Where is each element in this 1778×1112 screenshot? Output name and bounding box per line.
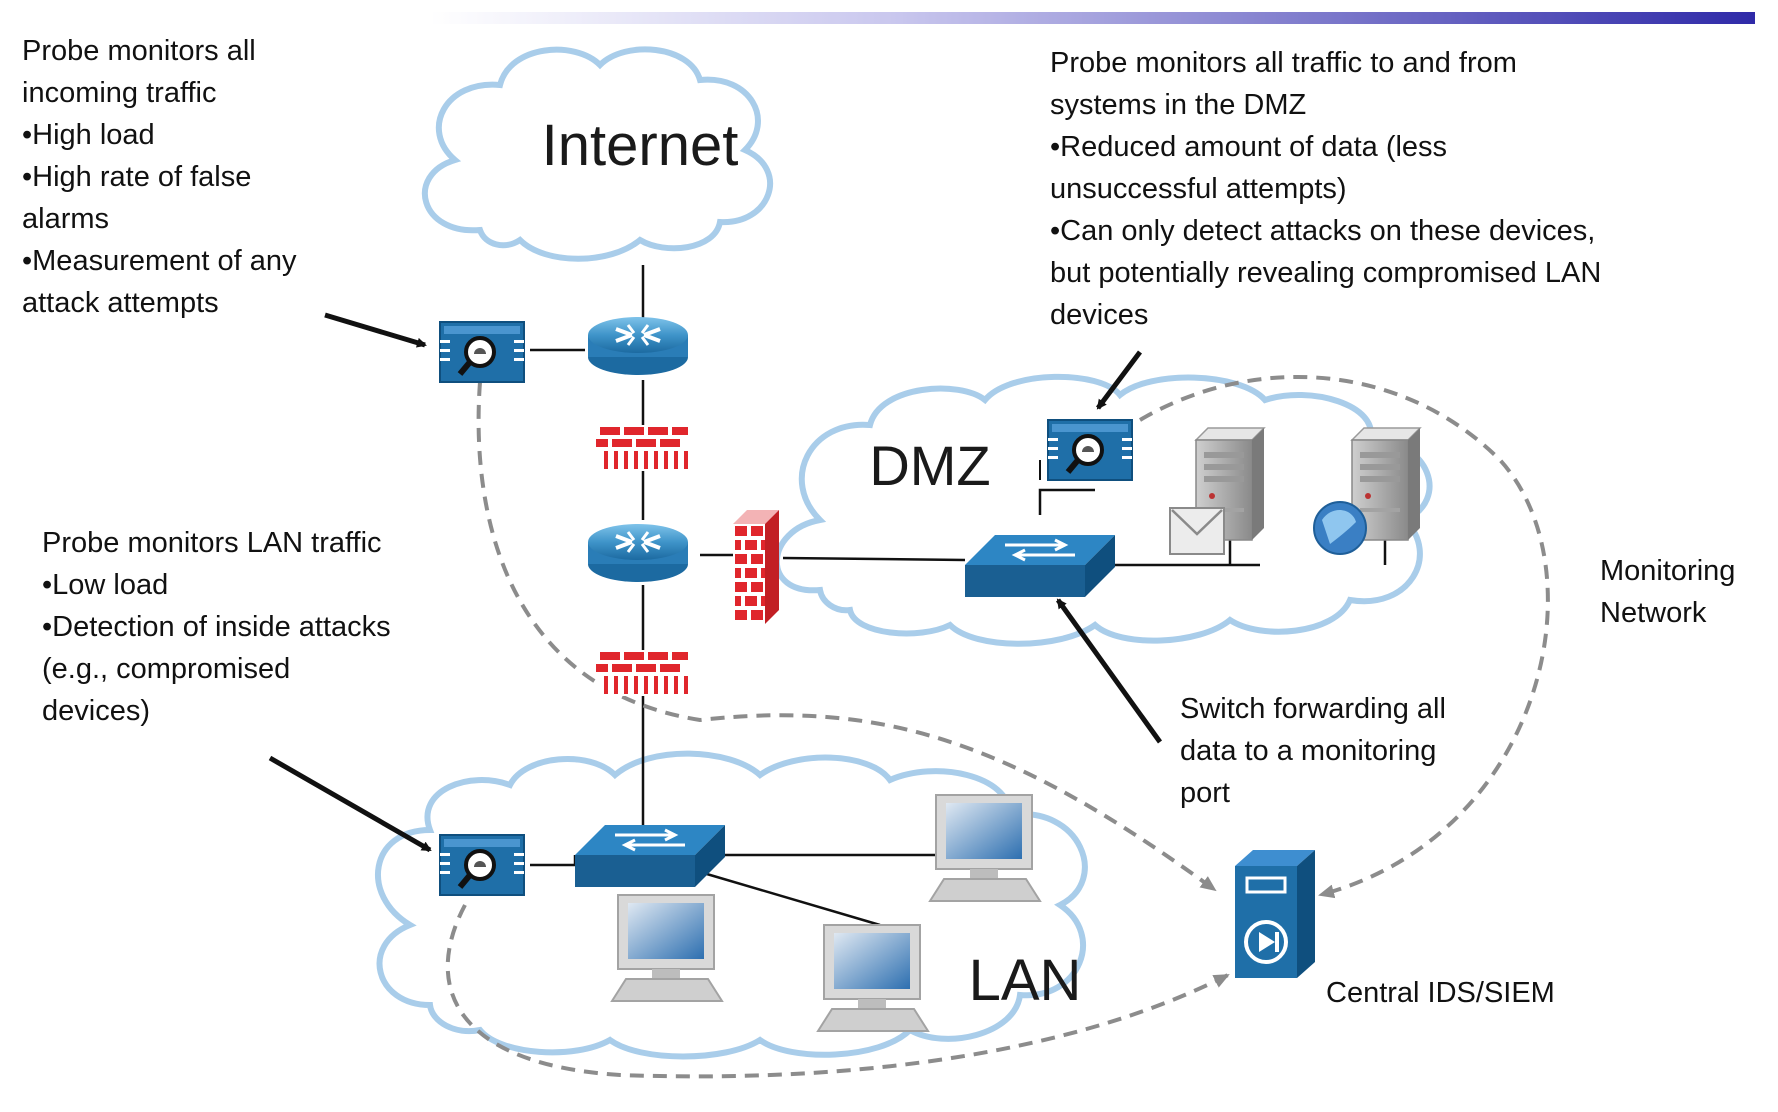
firewall-icon — [596, 650, 692, 696]
switch-note: Switch forwarding all data to a monitori… — [1180, 693, 1454, 809]
ids-appliance-icon[interactable] — [1235, 850, 1315, 978]
workstation-icon[interactable] — [817, 924, 929, 1032]
mail-server-icon[interactable] — [1169, 427, 1265, 555]
dmz-firewall-icon — [733, 510, 779, 624]
workstation-icon[interactable] — [929, 794, 1041, 902]
dmz-switch-icon[interactable] — [963, 533, 1117, 599]
firewall-icon — [596, 425, 692, 471]
core-router-icon[interactable] — [586, 522, 690, 584]
internet-cloud — [421, 46, 774, 262]
lan-probe-icon[interactable] — [440, 835, 524, 895]
monitoring-network-label: Monitoring Network — [1600, 555, 1743, 629]
internet-probe-note: Probe monitors all incoming traffic •Hig… — [22, 35, 305, 319]
dmz-probe-icon[interactable] — [1048, 420, 1132, 480]
workstation-icon[interactable] — [611, 894, 723, 1002]
internet-probe-icon[interactable] — [440, 322, 524, 382]
lan-label: LAN — [969, 948, 1082, 1013]
header-bar — [430, 12, 1755, 24]
lan-switch-icon[interactable] — [573, 823, 727, 889]
edge-router-icon[interactable] — [586, 315, 690, 377]
web-server-icon[interactable] — [1313, 427, 1421, 555]
dmz-label: DMZ — [869, 434, 990, 497]
monitoring-links — [445, 374, 1550, 1079]
internet-label: Internet — [542, 113, 739, 178]
dmz-probe-note: Probe monitors all traffic to and from s… — [1050, 47, 1609, 331]
annotation-arrows — [268, 312, 1163, 853]
central-ids-label: Central IDS/SIEM — [1326, 977, 1555, 1009]
lan-probe-note: Probe monitors LAN traffic •Low load •De… — [42, 527, 399, 727]
